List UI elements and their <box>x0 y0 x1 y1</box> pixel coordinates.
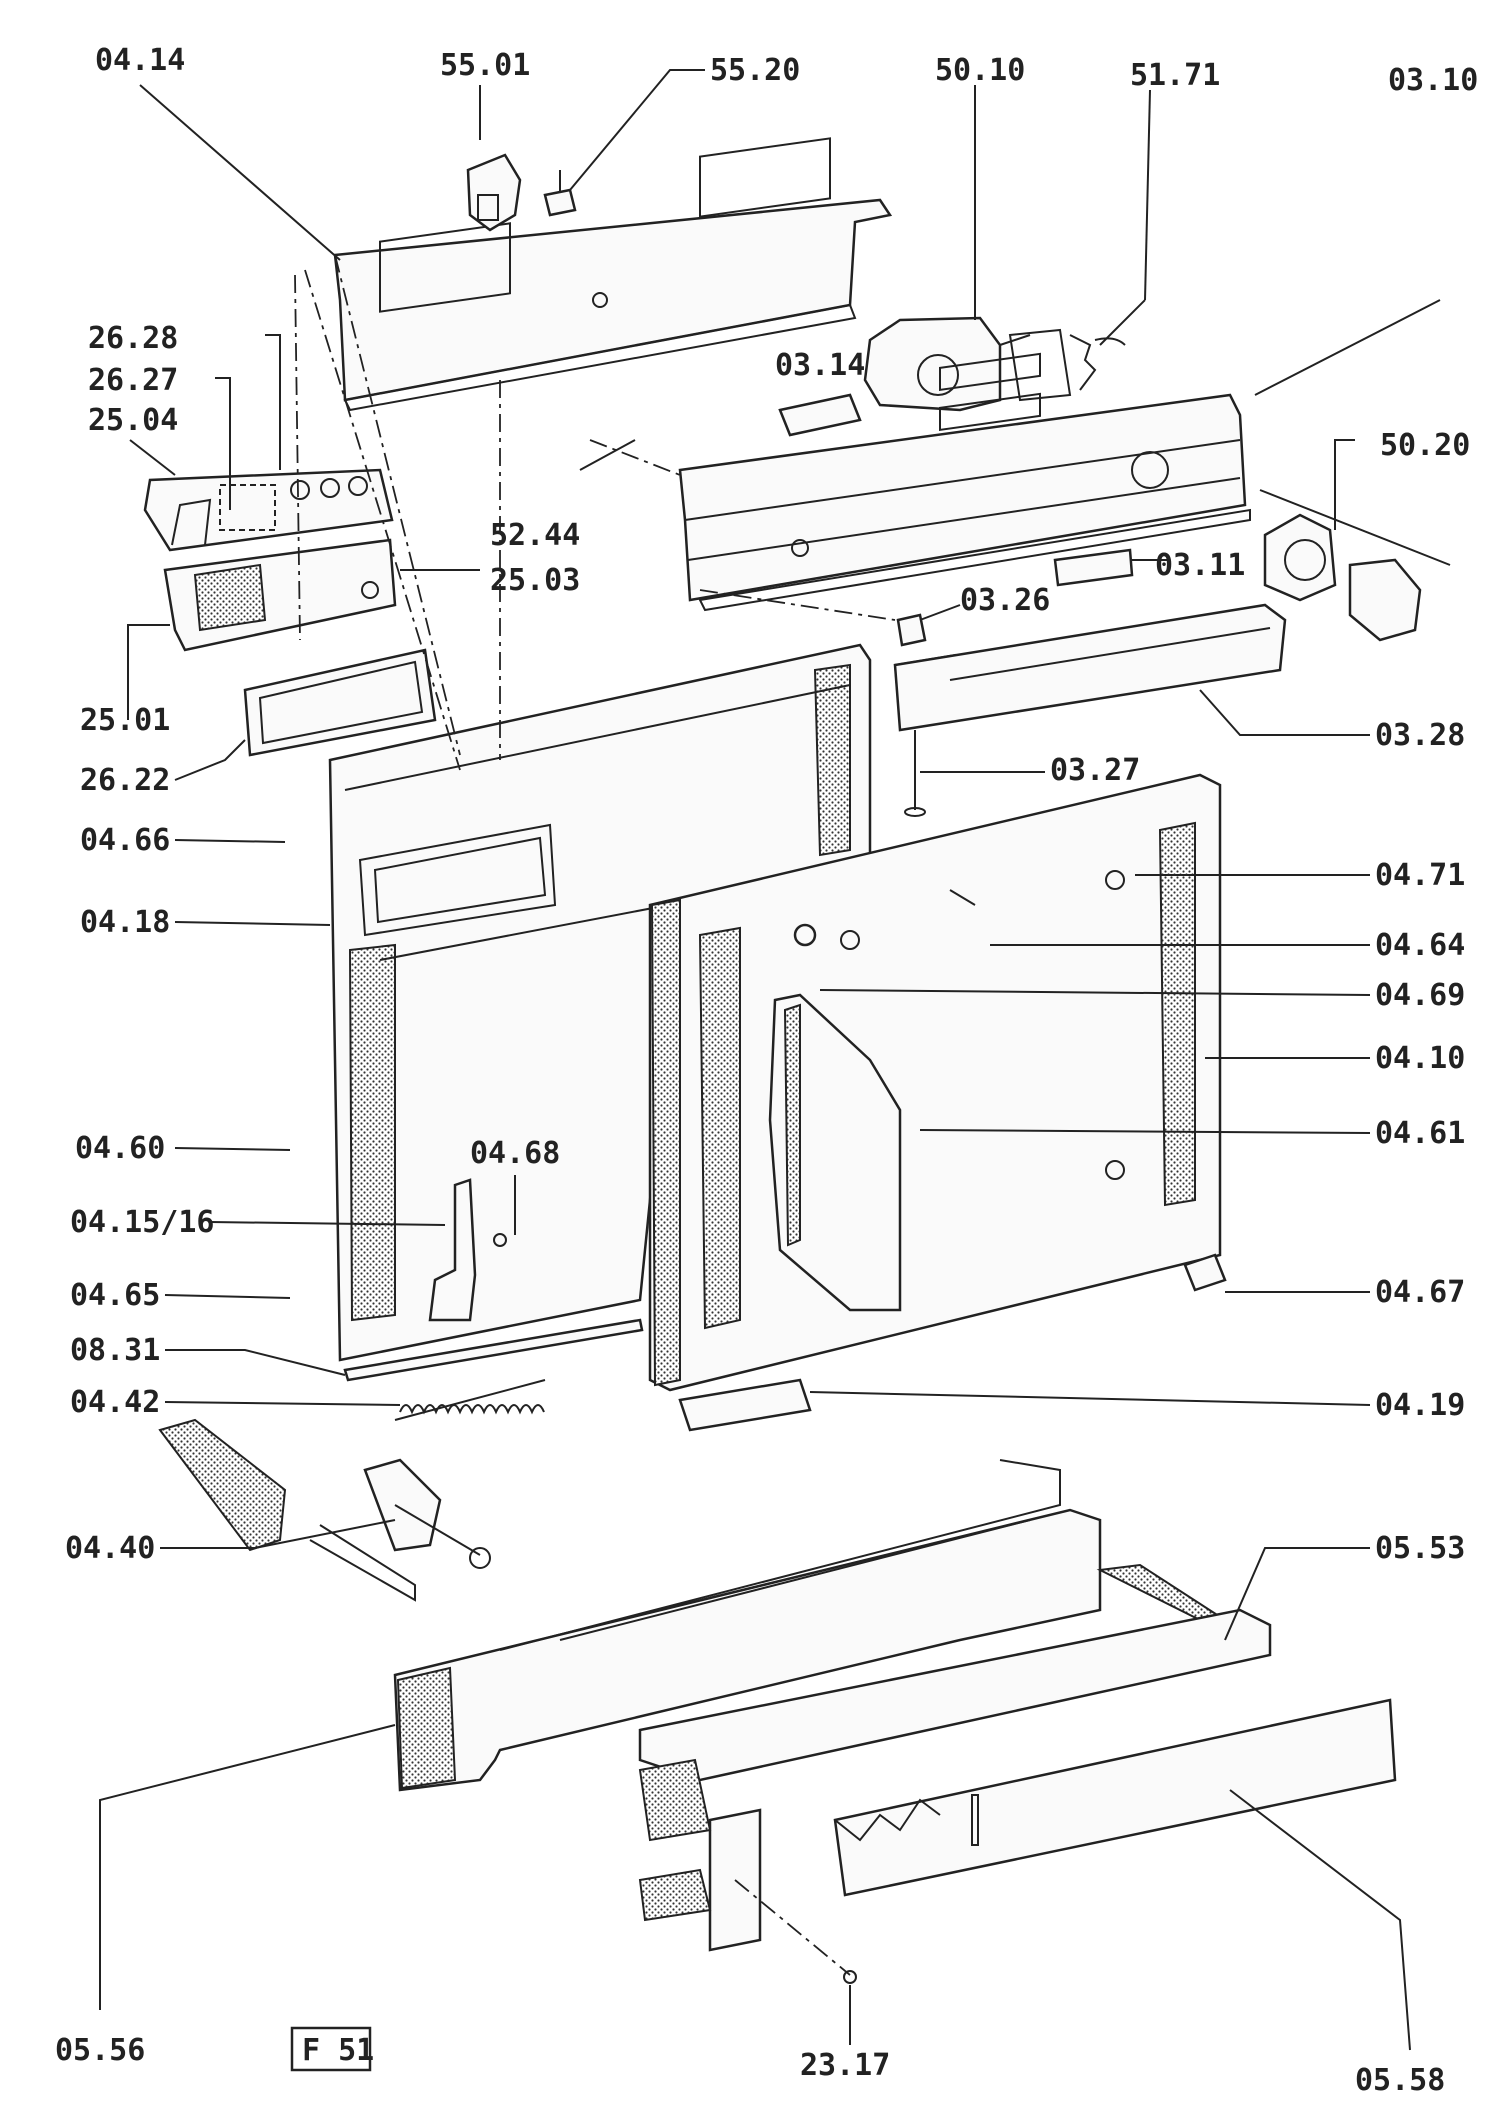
figure-id: F 51 <box>302 2033 374 2068</box>
label-0467: 04.67 <box>1375 1275 1465 1310</box>
assembly-lines <box>294 254 896 771</box>
knob-0469 <box>793 923 817 947</box>
label-0831: 08.31 <box>70 1333 160 1368</box>
label-5501: 55.01 <box>440 48 530 83</box>
label-0314: 03.14 <box>775 348 865 383</box>
figure-id-box: F 51 <box>290 2026 374 2072</box>
switch-5520 <box>543 170 577 217</box>
gasket-2622 <box>243 648 437 757</box>
label-0310: 03.10 <box>1388 63 1478 98</box>
label-0461: 04.61 <box>1375 1116 1465 1151</box>
label-0440: 04.40 <box>65 1531 155 1566</box>
label-0465: 04.65 <box>70 1278 160 1313</box>
label-2628: 26.28 <box>88 321 178 356</box>
dispenser-2504 <box>143 468 394 552</box>
screw-2317 <box>734 1879 857 1984</box>
label-2504: 25.04 <box>88 403 178 438</box>
wiring-5171 <box>1069 334 1126 391</box>
kickplate-lower <box>638 1758 762 1952</box>
strip-0831 <box>343 1318 644 1382</box>
label-2622: 26.22 <box>80 763 170 798</box>
label-2503: 25.03 <box>490 563 580 598</box>
spring-0442 <box>394 1379 546 1421</box>
hinge-0440 <box>158 1418 491 1602</box>
fascia-0310 <box>678 352 1251 612</box>
knob-5020 <box>1259 489 1451 642</box>
kickplate-0558 <box>833 1698 1397 1897</box>
rail-0553 <box>638 1563 1272 1782</box>
screw-0327 <box>904 730 926 817</box>
label-5244: 52.44 <box>490 518 580 553</box>
label-0556: 05.56 <box>55 2033 145 2068</box>
part-0314 <box>778 393 862 437</box>
label-0468: 04.68 <box>470 1136 560 1171</box>
label-0327: 03.27 <box>1050 753 1140 788</box>
label-0469: 04.69 <box>1375 978 1465 1013</box>
label-2317: 23.17 <box>800 2048 890 2083</box>
label-0418: 04.18 <box>80 905 170 940</box>
guide-0419 <box>678 1378 812 1432</box>
label-0419: 04.19 <box>1375 1388 1465 1423</box>
label-5520: 55.20 <box>710 53 800 88</box>
label-0553: 05.53 <box>1375 1531 1465 1566</box>
label-0466: 04.66 <box>80 823 170 858</box>
pin-0464 <box>949 889 976 906</box>
lock-041516 <box>428 1178 507 1322</box>
switch-5501 <box>466 153 522 232</box>
outer-door-0410 <box>648 773 1222 1392</box>
strip-0311 <box>1053 548 1134 587</box>
label-2501: 25.01 <box>80 703 170 738</box>
label-2627: 26.27 <box>88 363 178 398</box>
label-0410: 04.10 <box>1375 1041 1465 1076</box>
dispenser-body-2501 <box>163 538 397 652</box>
label-0558: 05.58 <box>1355 2063 1445 2098</box>
base-frame-0556 <box>393 1459 1102 1792</box>
handle-0328 <box>893 603 1287 732</box>
leader-lines <box>99 69 1441 2051</box>
label-0464: 04.64 <box>1375 928 1465 963</box>
bracket-0467 <box>1183 1253 1227 1292</box>
panel-bracket-0414 <box>333 137 893 412</box>
label-0328: 03.28 <box>1375 718 1465 753</box>
label-0326: 03.26 <box>960 583 1050 618</box>
label-5171: 51.71 <box>1130 58 1220 93</box>
part-labels: 04.14 55.01 55.20 50.10 51.71 03.10 26.2… <box>55 43 1478 2098</box>
label-5020: 50.20 <box>1380 428 1470 463</box>
label-0414: 04.14 <box>95 43 185 78</box>
label-0471: 04.71 <box>1375 858 1465 893</box>
label-0460: 04.60 <box>75 1131 165 1166</box>
label-5010: 50.10 <box>935 53 1025 88</box>
label-041516: 04.15/16 <box>70 1205 215 1240</box>
label-0311: 03.11 <box>1155 548 1245 583</box>
clip-0326 <box>896 613 927 647</box>
label-0442: 04.42 <box>70 1385 160 1420</box>
